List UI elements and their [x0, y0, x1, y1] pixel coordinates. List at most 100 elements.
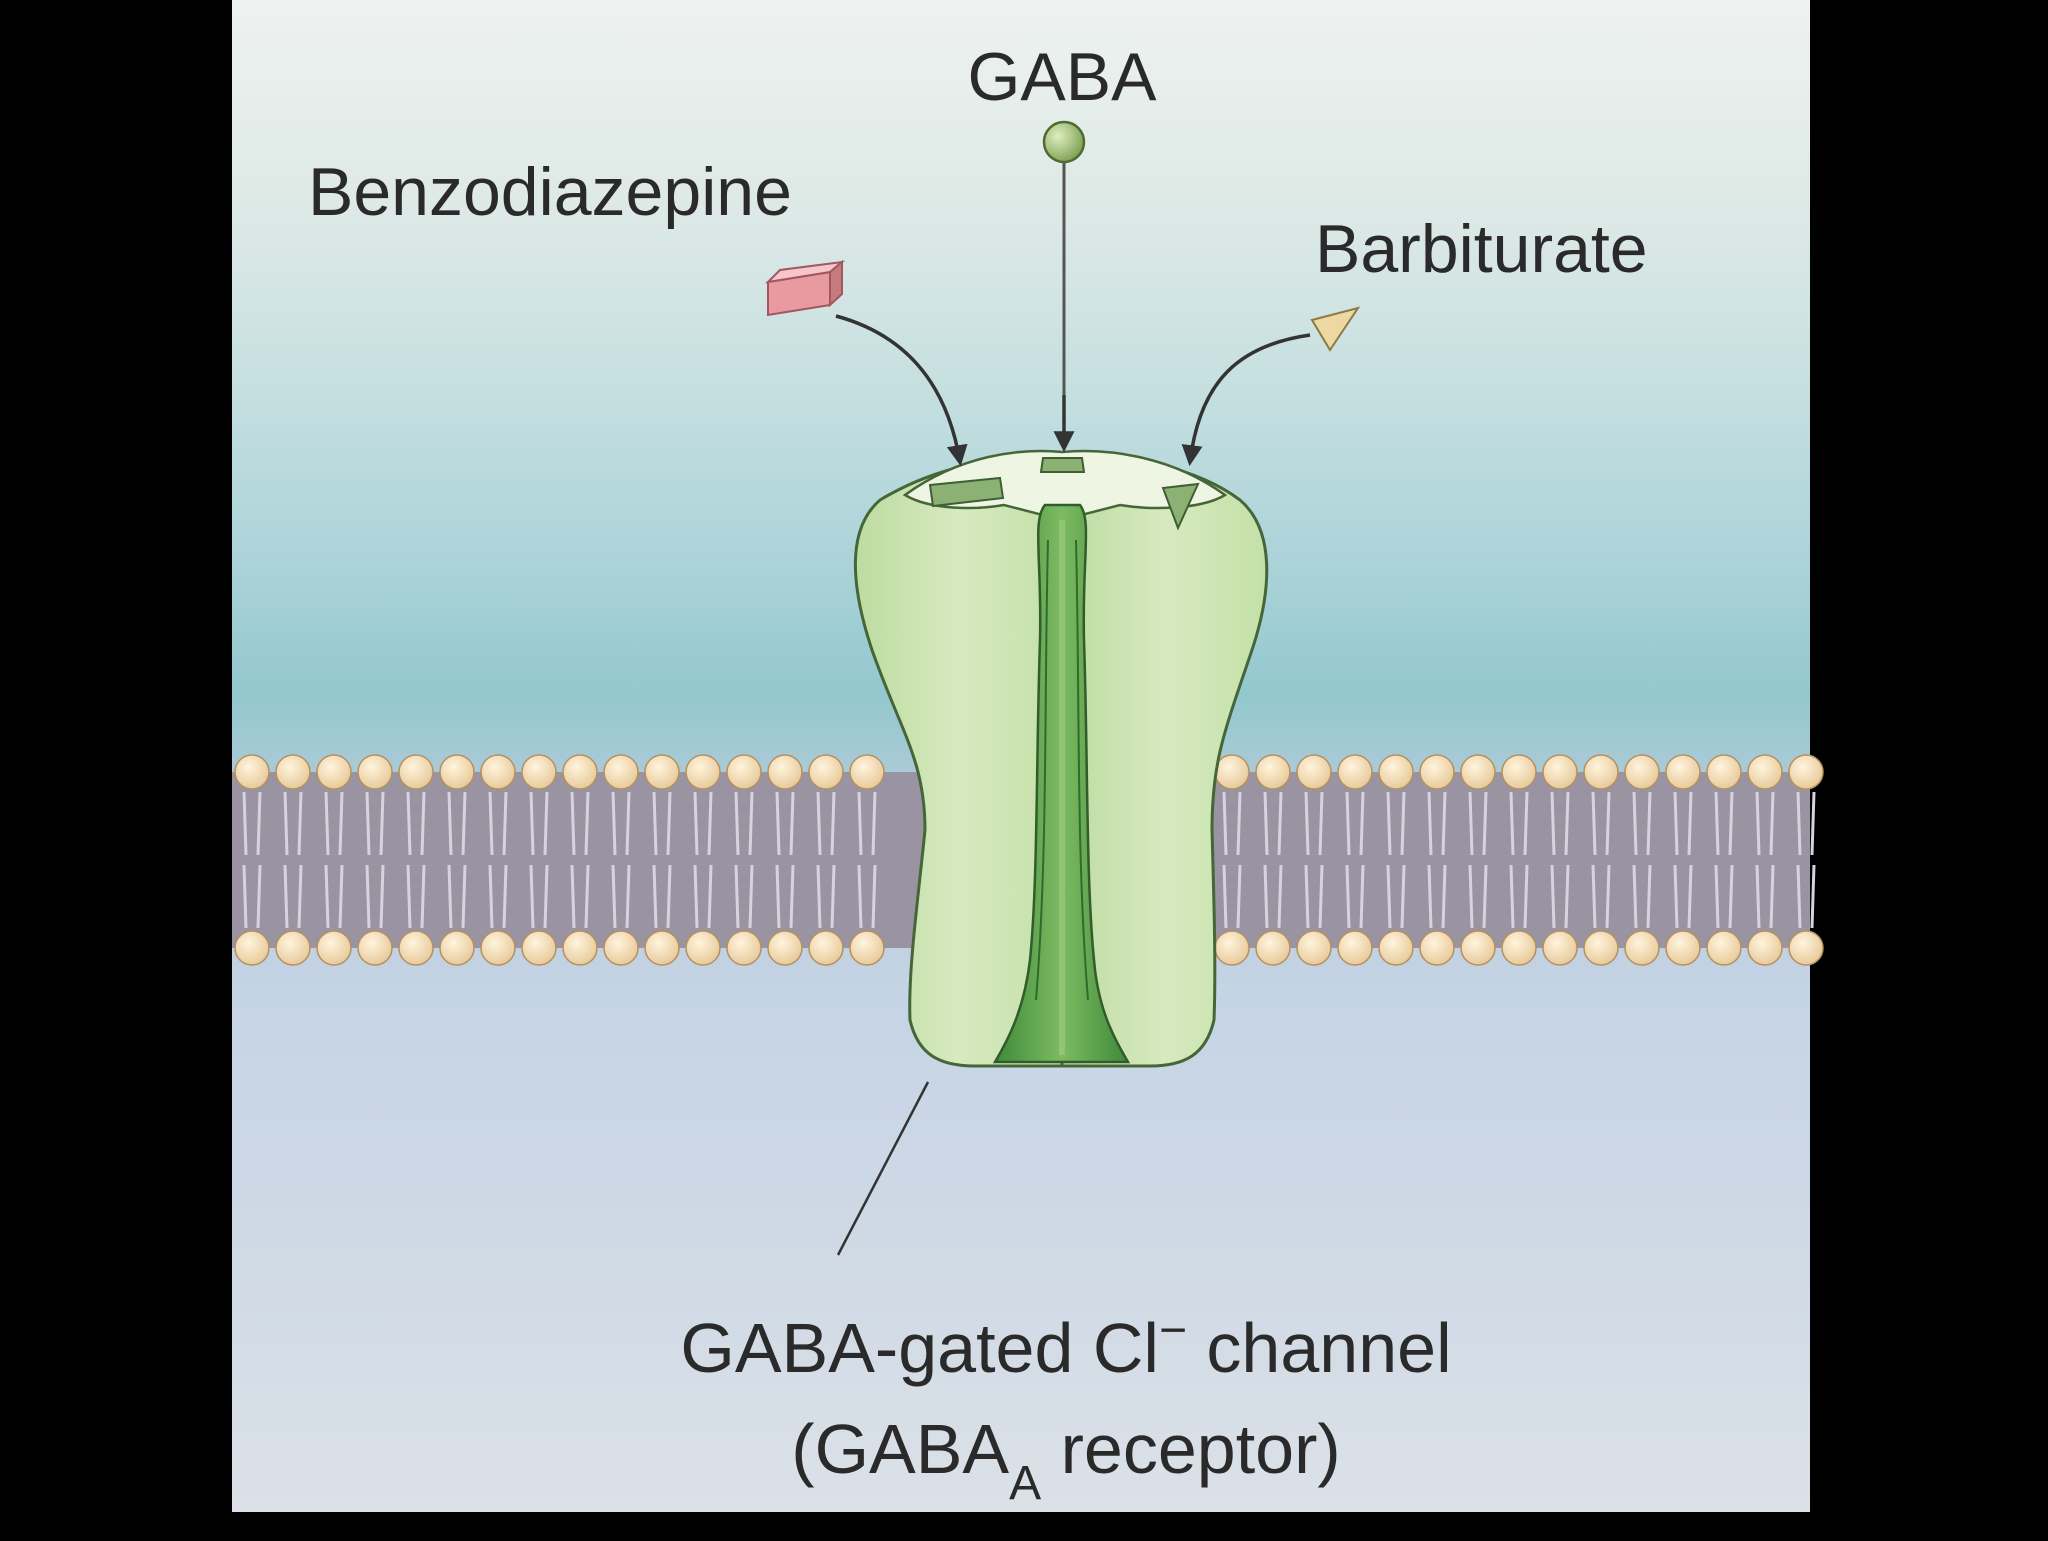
phospholipid-head: [1542, 754, 1578, 790]
lipid-tail: [748, 864, 754, 929]
gaba-a-receptor-channel: [853, 449, 1269, 1068]
lipid-tail: [297, 791, 303, 856]
lipid-tail: [1277, 864, 1283, 929]
phospholipid-head: [685, 930, 721, 966]
lipid-tail: [1222, 864, 1228, 929]
phospholipid-head: [480, 930, 516, 966]
phospholipid-head: [767, 754, 803, 790]
phospholipid-head: [603, 930, 639, 966]
phospholipid-head: [1378, 930, 1414, 966]
phospholipid-head: [439, 930, 475, 966]
lipid-tail: [871, 864, 877, 929]
lipid-tail: [447, 864, 453, 929]
lipid-tail: [338, 791, 344, 856]
phospholipid-head: [1788, 930, 1824, 966]
lipid-tail: [1359, 791, 1365, 856]
lipid-tail: [1564, 864, 1570, 929]
gaba-ligand: [1042, 120, 1086, 410]
lipid-tail: [1236, 864, 1242, 929]
caption-line-1-prefix: GABA-gated Cl: [680, 1309, 1159, 1387]
phospholipid-head: [1337, 930, 1373, 966]
lipid-tail: [1605, 791, 1611, 856]
lipid-tail: [1509, 791, 1515, 856]
lipid-tail: [242, 864, 248, 929]
lipid-tail: [652, 791, 658, 856]
lipid-tail: [488, 864, 494, 929]
lipid-tail: [1386, 864, 1392, 929]
lipid-tail: [365, 864, 371, 929]
lipid-tail: [775, 864, 781, 929]
barbiturate-ligand: [1310, 306, 1361, 352]
phospholipid-head: [562, 930, 598, 966]
phospholipid-head: [1665, 930, 1701, 966]
lipid-tail: [693, 864, 699, 929]
lipid-tail: [666, 791, 672, 856]
gaba-binding-site: [1039, 457, 1086, 473]
lipid-tail: [488, 791, 494, 856]
phospholipid-head: [398, 754, 434, 790]
lipid-tail: [611, 791, 617, 856]
phospholipid-head: [1460, 754, 1496, 790]
lipid-tail: [1564, 791, 1570, 856]
lipid-tail: [1509, 864, 1515, 929]
phospholipid-heads-inner: [234, 930, 1824, 966]
phospholipid-head: [808, 754, 844, 790]
lipid-tail: [734, 791, 740, 856]
lipid-tail: [1769, 864, 1775, 929]
channel-top-cap: [902, 449, 1228, 522]
pore-groove-right: [1075, 539, 1089, 1001]
lipid-tails: [242, 791, 1816, 929]
channel-leader-line: [836, 1081, 930, 1256]
lipid-tail: [1796, 791, 1802, 856]
pore-groove-left: [1035, 539, 1049, 1001]
lipid-tail: [707, 864, 713, 929]
caption-line-1-superscript: −: [1159, 1304, 1187, 1357]
lipid-tail: [625, 791, 631, 856]
lipid-tail: [1769, 791, 1775, 856]
lipid-tail: [1468, 864, 1474, 929]
lipid-tail: [1728, 791, 1734, 856]
phospholipid-head: [1624, 754, 1660, 790]
lipid-tail: [1728, 864, 1734, 929]
lipid-tail: [1673, 791, 1679, 856]
lipid-tail: [570, 791, 576, 856]
lipid-tail: [1482, 791, 1488, 856]
lipid-tail: [1222, 791, 1228, 856]
phospholipid-head: [1583, 754, 1619, 790]
lipid-tail: [1605, 864, 1611, 929]
lipid-tail: [338, 864, 344, 929]
phospholipid-head: [644, 930, 680, 966]
lipid-tail: [1318, 791, 1324, 856]
lipid-tail: [461, 864, 467, 929]
channel-caption-line-1: GABA-gated Cl− channel: [680, 1304, 1451, 1387]
lipid-tail: [1277, 791, 1283, 856]
lipid-tail: [1400, 791, 1406, 856]
lipid-tail: [1441, 791, 1447, 856]
lipid-tail: [1400, 864, 1406, 929]
lipid-tail: [1591, 864, 1597, 929]
phospholipid-head: [1419, 930, 1455, 966]
phospholipid-head: [1501, 930, 1537, 966]
lipid-tail: [830, 791, 836, 856]
phospholipid-head: [1214, 754, 1250, 790]
phospholipid-head: [1788, 754, 1824, 790]
lipid-tail: [1263, 864, 1269, 929]
channel-caption-line-2: (GABAA receptor): [791, 1410, 1340, 1510]
phospholipid-head: [275, 754, 311, 790]
benzodiazepine-label: Benzodiazepine: [308, 154, 792, 230]
phospholipid-head: [1296, 754, 1332, 790]
lipid-tail: [1550, 864, 1556, 929]
caption-line-2-close: receptor): [1041, 1410, 1341, 1488]
phospholipid-head: [275, 930, 311, 966]
lipid-tail: [1304, 864, 1310, 929]
phospholipid-head: [1747, 930, 1783, 966]
lipid-tail: [1468, 791, 1474, 856]
lipid-tail: [734, 864, 740, 929]
lipid-tail: [1687, 864, 1693, 929]
lipid-tail: [1810, 864, 1816, 929]
phospholipid-head: [316, 930, 352, 966]
lipid-tail: [1427, 864, 1433, 929]
caption-line-2-subscript: A: [1009, 1457, 1041, 1510]
phospholipid-head: [439, 754, 475, 790]
phospholipid-head: [234, 930, 270, 966]
